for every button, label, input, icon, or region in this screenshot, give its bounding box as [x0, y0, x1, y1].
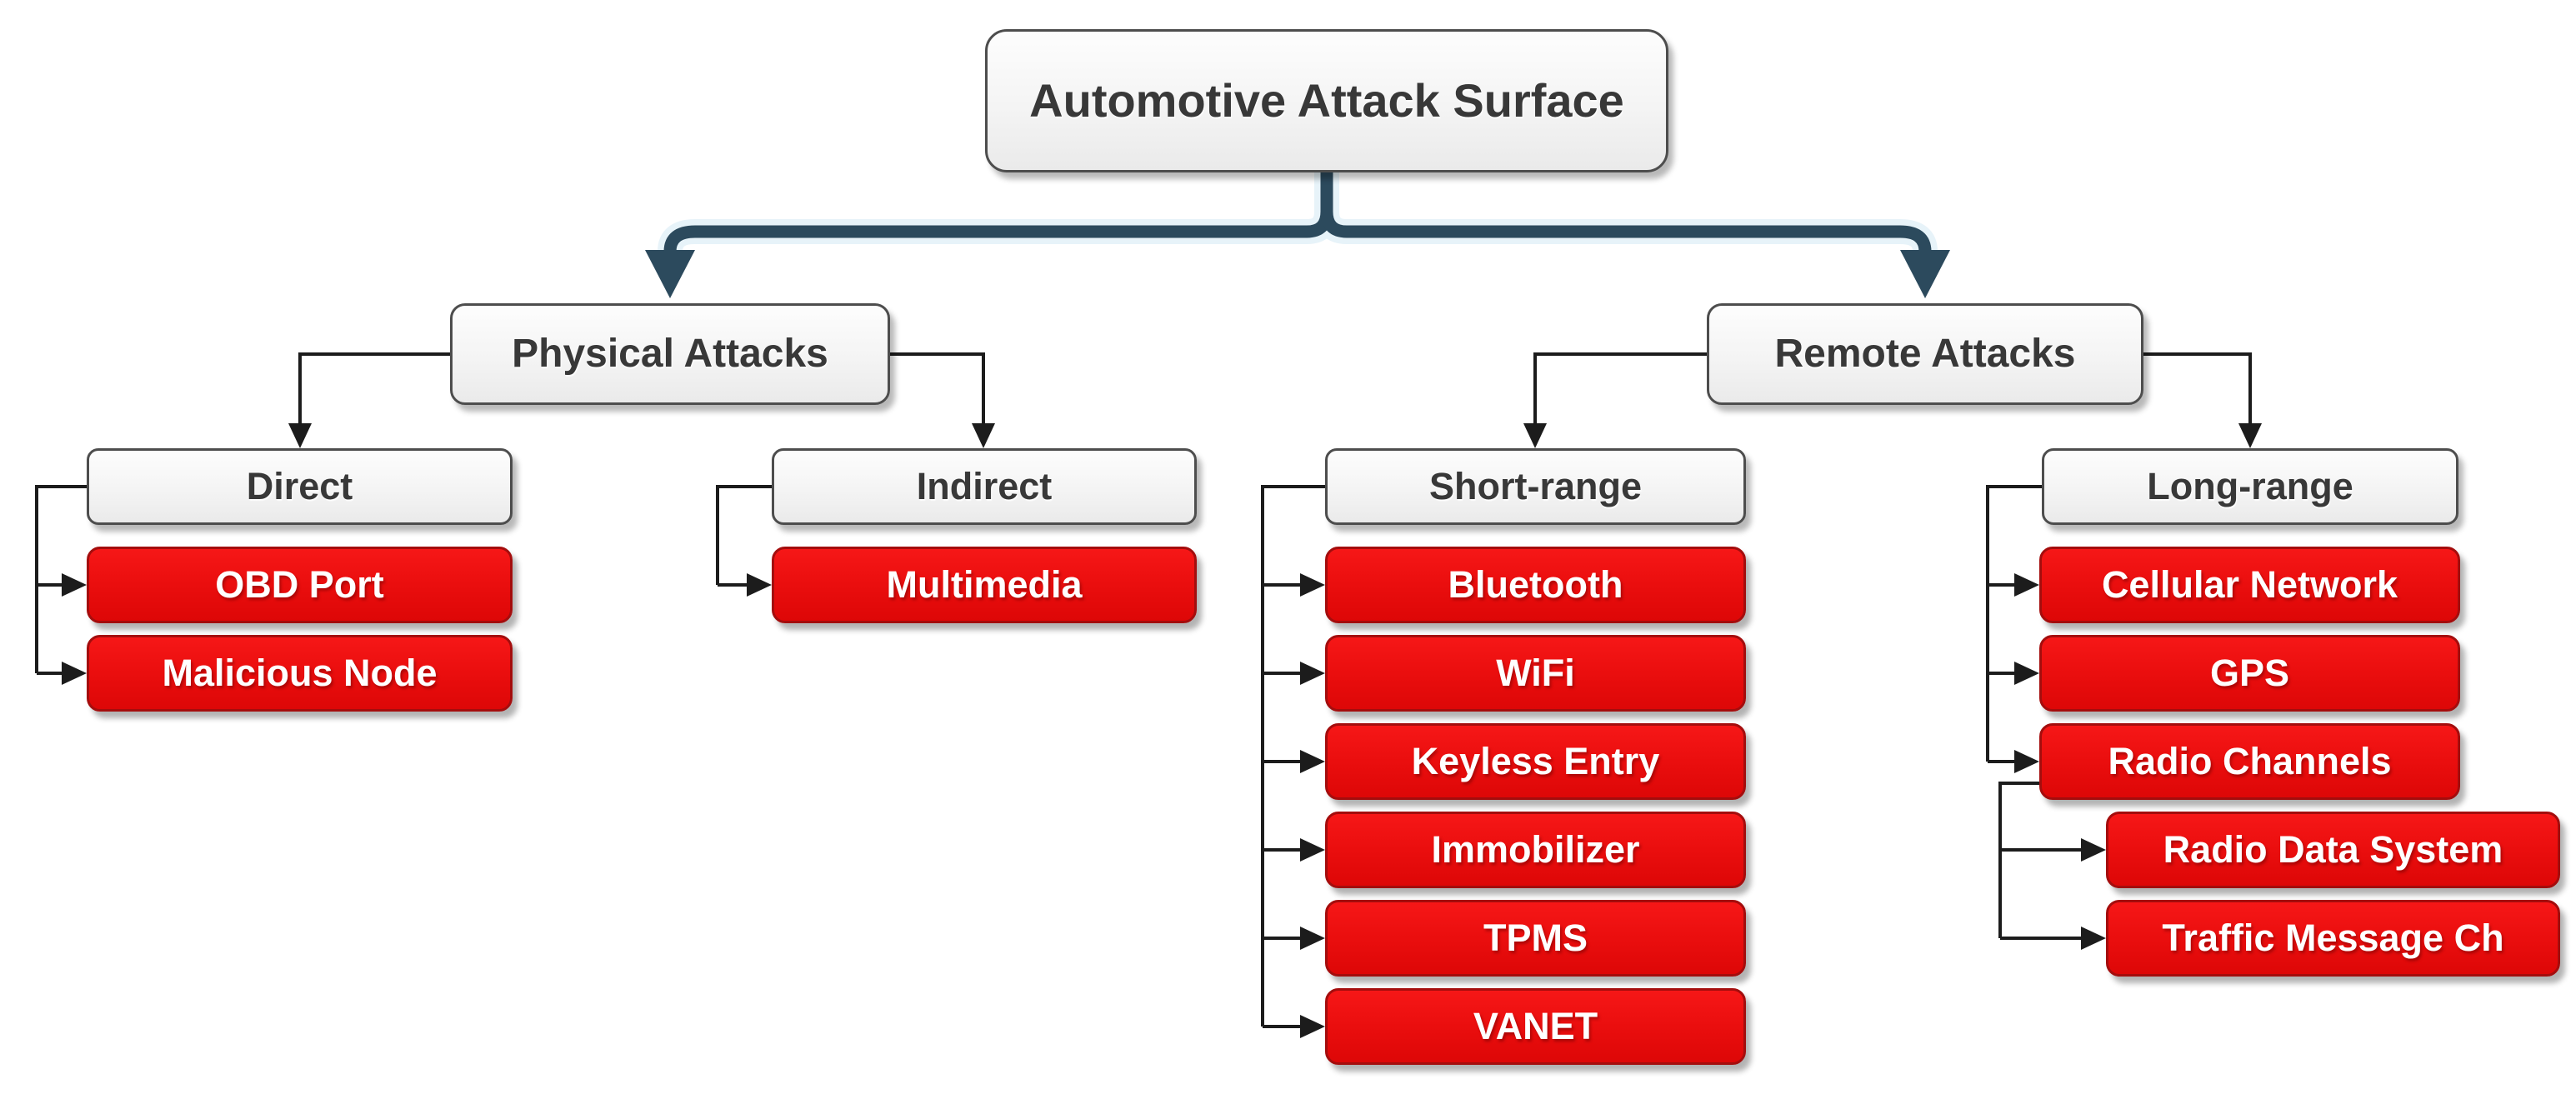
- trunk-arrowheads: [645, 250, 1950, 298]
- long-range-bracket-arrowheads: [2014, 573, 2039, 773]
- node-bluetooth: Bluetooth: [1325, 547, 1746, 623]
- indirect-bracket: [716, 485, 772, 587]
- node-tpms: TPMS: [1325, 900, 1746, 977]
- node-indirect: Indirect: [772, 448, 1197, 525]
- node-radio-data-system: Radio Data System: [2106, 812, 2560, 888]
- node-automotive-attack-surface: Automotive Attack Surface: [985, 29, 1668, 172]
- direct-bracket-arrowheads: [62, 573, 87, 685]
- node-multimedia: Multimedia: [772, 547, 1197, 623]
- node-obd-port: OBD Port: [87, 547, 513, 623]
- node-immobilizer: Immobilizer: [1325, 812, 1746, 888]
- short-range-bracket-arrowheads: [1300, 573, 1325, 1038]
- node-cellular-network: Cellular Network: [2039, 547, 2460, 623]
- node-vanet: VANET: [1325, 988, 1746, 1065]
- node-traffic-message-ch: Traffic Message Ch: [2106, 900, 2560, 977]
- trunk-glow: [658, 158, 1938, 269]
- node-direct: Direct: [87, 448, 513, 525]
- branch-arrowheads: [288, 423, 2262, 448]
- node-physical-attacks: Physical Attacks: [450, 303, 890, 405]
- direct-bracket: [35, 485, 87, 675]
- node-radio-channels: Radio Channels: [2039, 723, 2460, 800]
- long-range-bracket: [1986, 485, 2042, 763]
- node-long-range: Long-range: [2042, 448, 2458, 525]
- branch-connectors: [298, 352, 2252, 423]
- indirect-bracket-arrowheads: [747, 573, 772, 597]
- trunk-connector: [663, 164, 1932, 267]
- node-malicious-node: Malicious Node: [87, 635, 513, 712]
- node-short-range: Short-range: [1325, 448, 1746, 525]
- short-range-bracket: [1261, 485, 1325, 1028]
- radio-channels-bracket: [1998, 782, 2081, 940]
- node-wifi: WiFi: [1325, 635, 1746, 712]
- node-gps: GPS: [2039, 635, 2460, 712]
- node-keyless-entry: Keyless Entry: [1325, 723, 1746, 800]
- node-remote-attacks: Remote Attacks: [1707, 303, 2143, 405]
- radio-channels-bracket-arrowheads: [2081, 838, 2106, 950]
